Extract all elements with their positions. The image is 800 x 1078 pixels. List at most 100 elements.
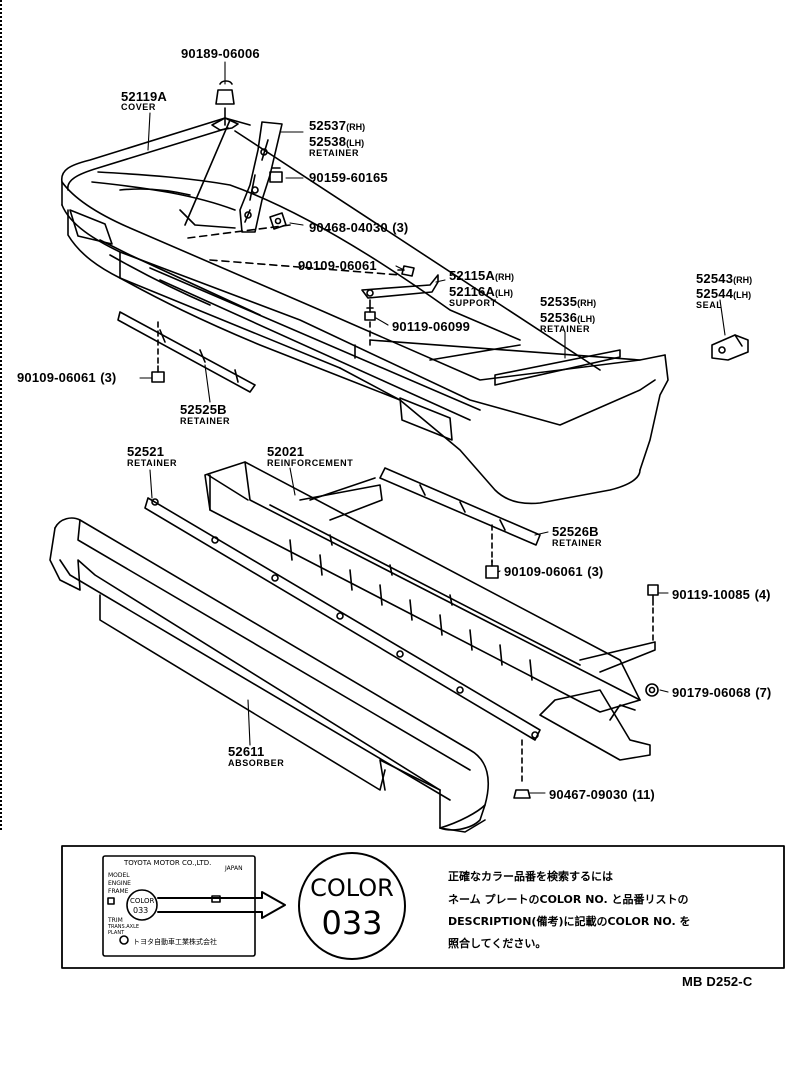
part-number: 52116A xyxy=(449,284,496,299)
part-suffix: (LH) xyxy=(495,288,514,298)
retainer-52526b-drawing xyxy=(379,467,541,563)
part-number: 52538 xyxy=(309,134,347,149)
plate-color-circle xyxy=(126,889,158,921)
seal-52543-drawing xyxy=(711,334,749,361)
plate-company-jp: トヨタ自動車工業株式会社 xyxy=(133,938,217,946)
part-label-90109-mid: 90109-06061 (3) xyxy=(504,564,603,580)
part-name: RETAINER xyxy=(540,324,591,334)
part-name: RETAINER xyxy=(309,148,360,158)
dashed-leader-b xyxy=(187,224,291,239)
absorber-52611-drawing xyxy=(49,517,490,833)
part-label-52544: 52544(LH) xyxy=(696,286,751,302)
label-leader-lines xyxy=(139,61,726,794)
part-suffix: (LH) xyxy=(733,290,752,300)
plate-country: JAPAN xyxy=(225,865,243,872)
part-number: 52536 xyxy=(540,310,578,325)
part-label-52535: 52535(RH) xyxy=(540,294,596,310)
part-number: 90159-60165 xyxy=(309,170,388,185)
nut-90179-drawing xyxy=(645,683,659,697)
diagram-code: MB D252-C xyxy=(682,974,753,989)
bumper-cover-drawing xyxy=(61,117,669,505)
part-name: SUPPORT xyxy=(449,298,497,308)
color-callout-circle xyxy=(298,852,406,960)
part-quantity: (11) xyxy=(632,787,655,802)
part-number: 90119-10085 xyxy=(672,587,751,602)
plate-row: ENGINE xyxy=(108,880,131,887)
note-line: ネーム プレートのCOLOR NO. と品番リストの xyxy=(448,893,689,906)
part-name: RETAINER xyxy=(552,538,603,548)
part-label-90109-left: 90109-06061 (3) xyxy=(17,370,116,386)
part-number: 52543 xyxy=(696,271,734,286)
dashed-leader-a xyxy=(209,259,401,276)
part-number: 52021 xyxy=(267,444,305,459)
part-name: SEAL xyxy=(696,300,723,310)
part-label-52536: 52536(LH) xyxy=(540,310,595,326)
plate-trim-row: TRANS.AXLE xyxy=(108,924,140,930)
part-suffix: (RH) xyxy=(495,272,515,282)
plate-color-word: COLOR xyxy=(130,897,155,905)
part-label-52115a: 52115A(RH) xyxy=(449,268,514,284)
part-name: RETAINER xyxy=(180,416,231,426)
part-name: COVER xyxy=(121,102,157,112)
part-quantity: (3) xyxy=(587,564,604,579)
part-label-90468: 90468-04030 (3) xyxy=(309,220,408,236)
part-number: 52521 xyxy=(127,444,165,459)
part-number: 52544 xyxy=(696,286,734,301)
part-number: 90109-06061 xyxy=(17,370,96,385)
part-suffix: (RH) xyxy=(733,275,753,285)
bolt-90109-mid-drawing xyxy=(485,559,499,579)
name-plate-drawing xyxy=(102,855,256,957)
part-name: RETAINER xyxy=(127,458,178,468)
part-label-52543: 52543(RH) xyxy=(696,271,752,287)
retainer-52521-drawing xyxy=(144,497,541,741)
part-label-90467: 90467-09030 (11) xyxy=(549,787,655,803)
note-line: DESCRIPTION(備考)に記載のCOLOR NO. を xyxy=(448,915,691,928)
part-number: 52526B xyxy=(552,524,599,539)
bolt-90467-drawing xyxy=(513,739,531,799)
bolt-90119-06099-drawing xyxy=(364,299,376,321)
part-number: 52537 xyxy=(309,118,347,133)
retainer-52537-drawing xyxy=(239,121,283,233)
part-quantity: (7) xyxy=(755,685,772,700)
part-label-52538: 52538(LH) xyxy=(309,134,364,150)
plate-row: MODEL xyxy=(108,872,130,879)
part-label-90119-10085: 90119-10085 (4) xyxy=(672,587,770,603)
part-label-52116a: 52116A(LH) xyxy=(449,284,513,300)
part-label-90179: 90179-06068 (7) xyxy=(672,685,771,701)
plate-color-code: 033 xyxy=(133,906,149,915)
part-number: 90179-06068 xyxy=(672,685,751,700)
part-number: 90467-09030 xyxy=(549,787,628,802)
plate-trim-row: PLANT xyxy=(108,930,125,936)
plate-small-box xyxy=(211,895,221,903)
note-line: 正確なカラー品番を検索するには xyxy=(448,870,613,883)
part-number: 52119A xyxy=(121,89,168,104)
part-suffix: (RH) xyxy=(577,298,597,308)
callout-color-word: COLOR xyxy=(310,874,394,902)
bolt-90109-left-drawing xyxy=(151,365,165,383)
plate-maker: TOYOTA MOTOR CO.,LTD. xyxy=(124,859,212,867)
part-number: 90109-06061 xyxy=(298,258,377,273)
part-quantity: (3) xyxy=(100,370,117,385)
part-name: ABSORBER xyxy=(228,758,285,768)
part-number: 90119-06099 xyxy=(392,319,471,334)
clip-90189-drawing xyxy=(184,80,239,226)
part-number: 52611 xyxy=(228,744,265,759)
plate-logo-mark xyxy=(119,935,129,945)
part-suffix: (LH) xyxy=(577,314,596,324)
part-quantity: (4) xyxy=(754,587,771,602)
reinforcement-52021-drawing xyxy=(204,461,656,761)
part-number: 90468-04030 xyxy=(309,220,388,235)
plate-trim-row: TRIM xyxy=(108,917,123,924)
info-box-frame xyxy=(61,845,785,969)
callout-color-code: 033 xyxy=(321,904,383,942)
page-edge-dotted-line xyxy=(0,0,5,830)
part-number: 90109-06061 xyxy=(504,564,583,579)
part-suffix: (RH) xyxy=(346,122,366,132)
arrow-to-callout xyxy=(157,891,286,919)
bolt-90119-10085-drawing xyxy=(647,584,659,641)
part-name: REINFORCEMENT xyxy=(267,458,354,468)
retainer-52525b-drawing xyxy=(117,311,256,393)
part-suffix: (LH) xyxy=(346,138,365,148)
